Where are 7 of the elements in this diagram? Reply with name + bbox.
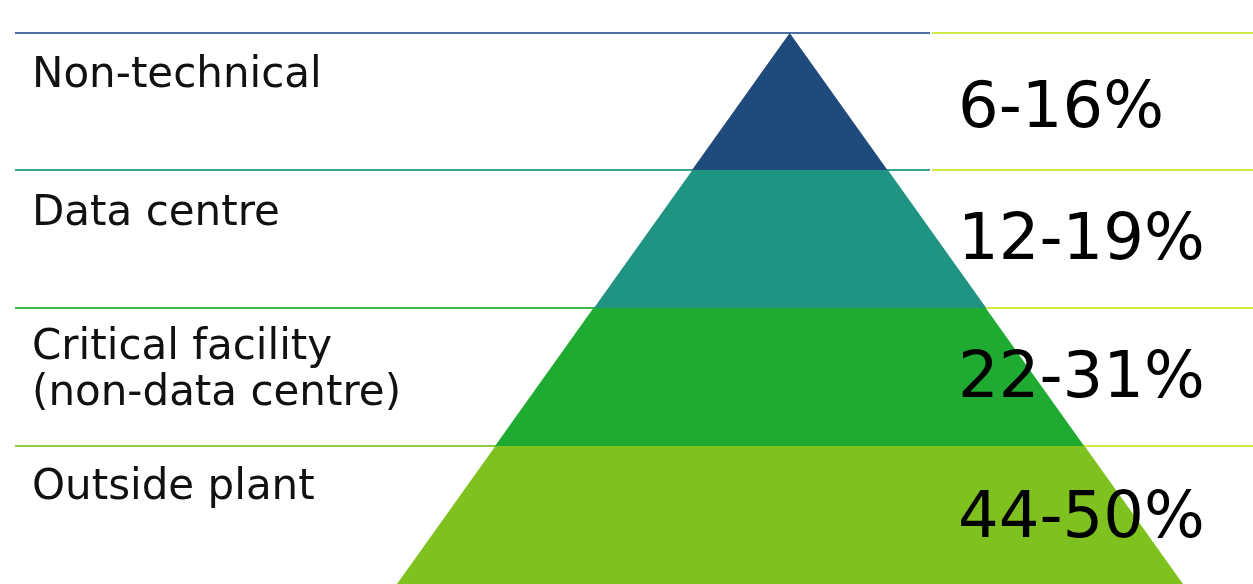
percentage-value: 12-19% [958, 202, 1205, 272]
pyramid-tip [692, 33, 888, 170]
layer-label: Critical facility (non-data centre) [32, 322, 403, 414]
percentage-value: 6-16% [958, 70, 1165, 140]
layer-label: Non-technical [32, 50, 322, 96]
layer-label: Outside plant [32, 462, 315, 508]
layer-label: Data centre [32, 188, 280, 234]
